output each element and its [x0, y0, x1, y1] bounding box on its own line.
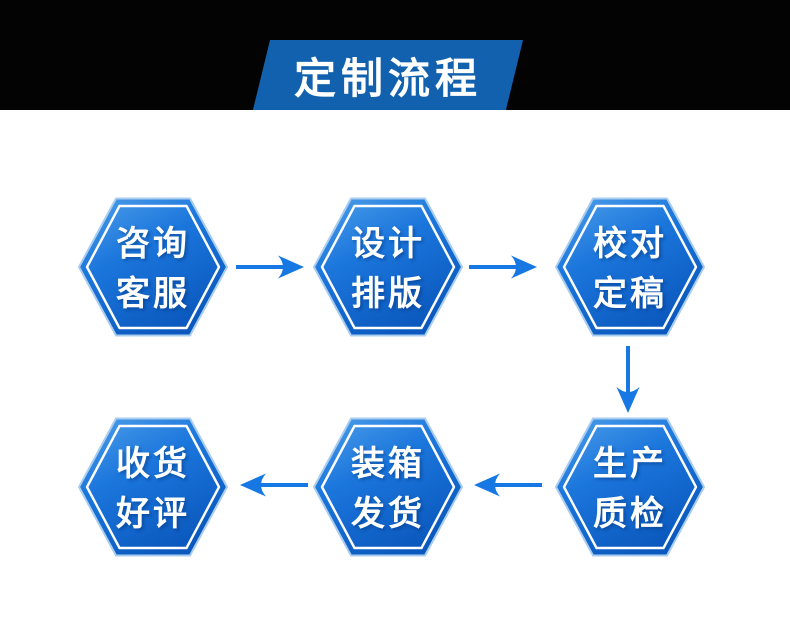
step-hexagon-consult-service: 咨询 客服 [78, 197, 228, 337]
step-hexagon-pack-ship: 装箱 发货 [313, 417, 463, 557]
hexagon-shape [555, 197, 705, 337]
hexagon-shape [78, 197, 228, 337]
step-hexagon-receive-review: 收货 好评 [78, 417, 228, 557]
right-arrow-icon [236, 255, 304, 279]
hexagon-shape [313, 197, 463, 337]
header-band: 定制流程 [0, 0, 790, 110]
hexagon-shape [555, 417, 705, 557]
step-hexagon-design-layout: 设计 排版 [313, 197, 463, 337]
arrow-right-step1-to-step2 [233, 254, 305, 280]
down-arrow-icon [616, 346, 640, 413]
arrow-right-step2-to-step3 [466, 254, 538, 280]
left-arrow-icon [474, 473, 542, 497]
step-hexagon-production-qc: 生产 质检 [555, 417, 705, 557]
step-hexagon-proofread-finalize: 校对 定稿 [555, 197, 705, 337]
left-arrow-icon [240, 473, 308, 497]
right-arrow-icon [469, 255, 537, 279]
arrow-down-step3-to-step4 [615, 344, 641, 414]
banner-title: 定制流程 [293, 54, 482, 102]
arrow-left-step4-to-step5 [473, 472, 545, 498]
hexagon-shape [78, 417, 228, 557]
arrow-left-step5-to-step6 [239, 472, 311, 498]
hexagon-shape [313, 417, 463, 557]
